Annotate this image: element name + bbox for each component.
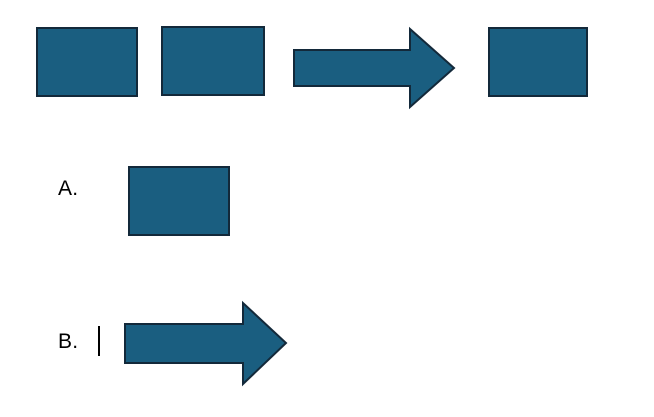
option-a-row: A. (0, 150, 654, 250)
option-b-label: B. (58, 330, 79, 353)
arrow-1[interactable] (293, 26, 456, 110)
rectangle-3[interactable] (488, 27, 588, 97)
rectangle-2[interactable] (161, 26, 265, 96)
top-sequence-row (0, 0, 654, 120)
option-b-row: B. (0, 295, 654, 405)
rectangle-1[interactable] (36, 27, 138, 97)
option-a-label: A. (58, 177, 79, 200)
option-b-arrow[interactable] (124, 300, 288, 387)
arrow-1-polygon (293, 26, 456, 110)
option-a-rectangle[interactable] (128, 166, 230, 236)
text-cursor-caret (98, 326, 100, 356)
option-b-arrow-polygon (124, 300, 288, 387)
